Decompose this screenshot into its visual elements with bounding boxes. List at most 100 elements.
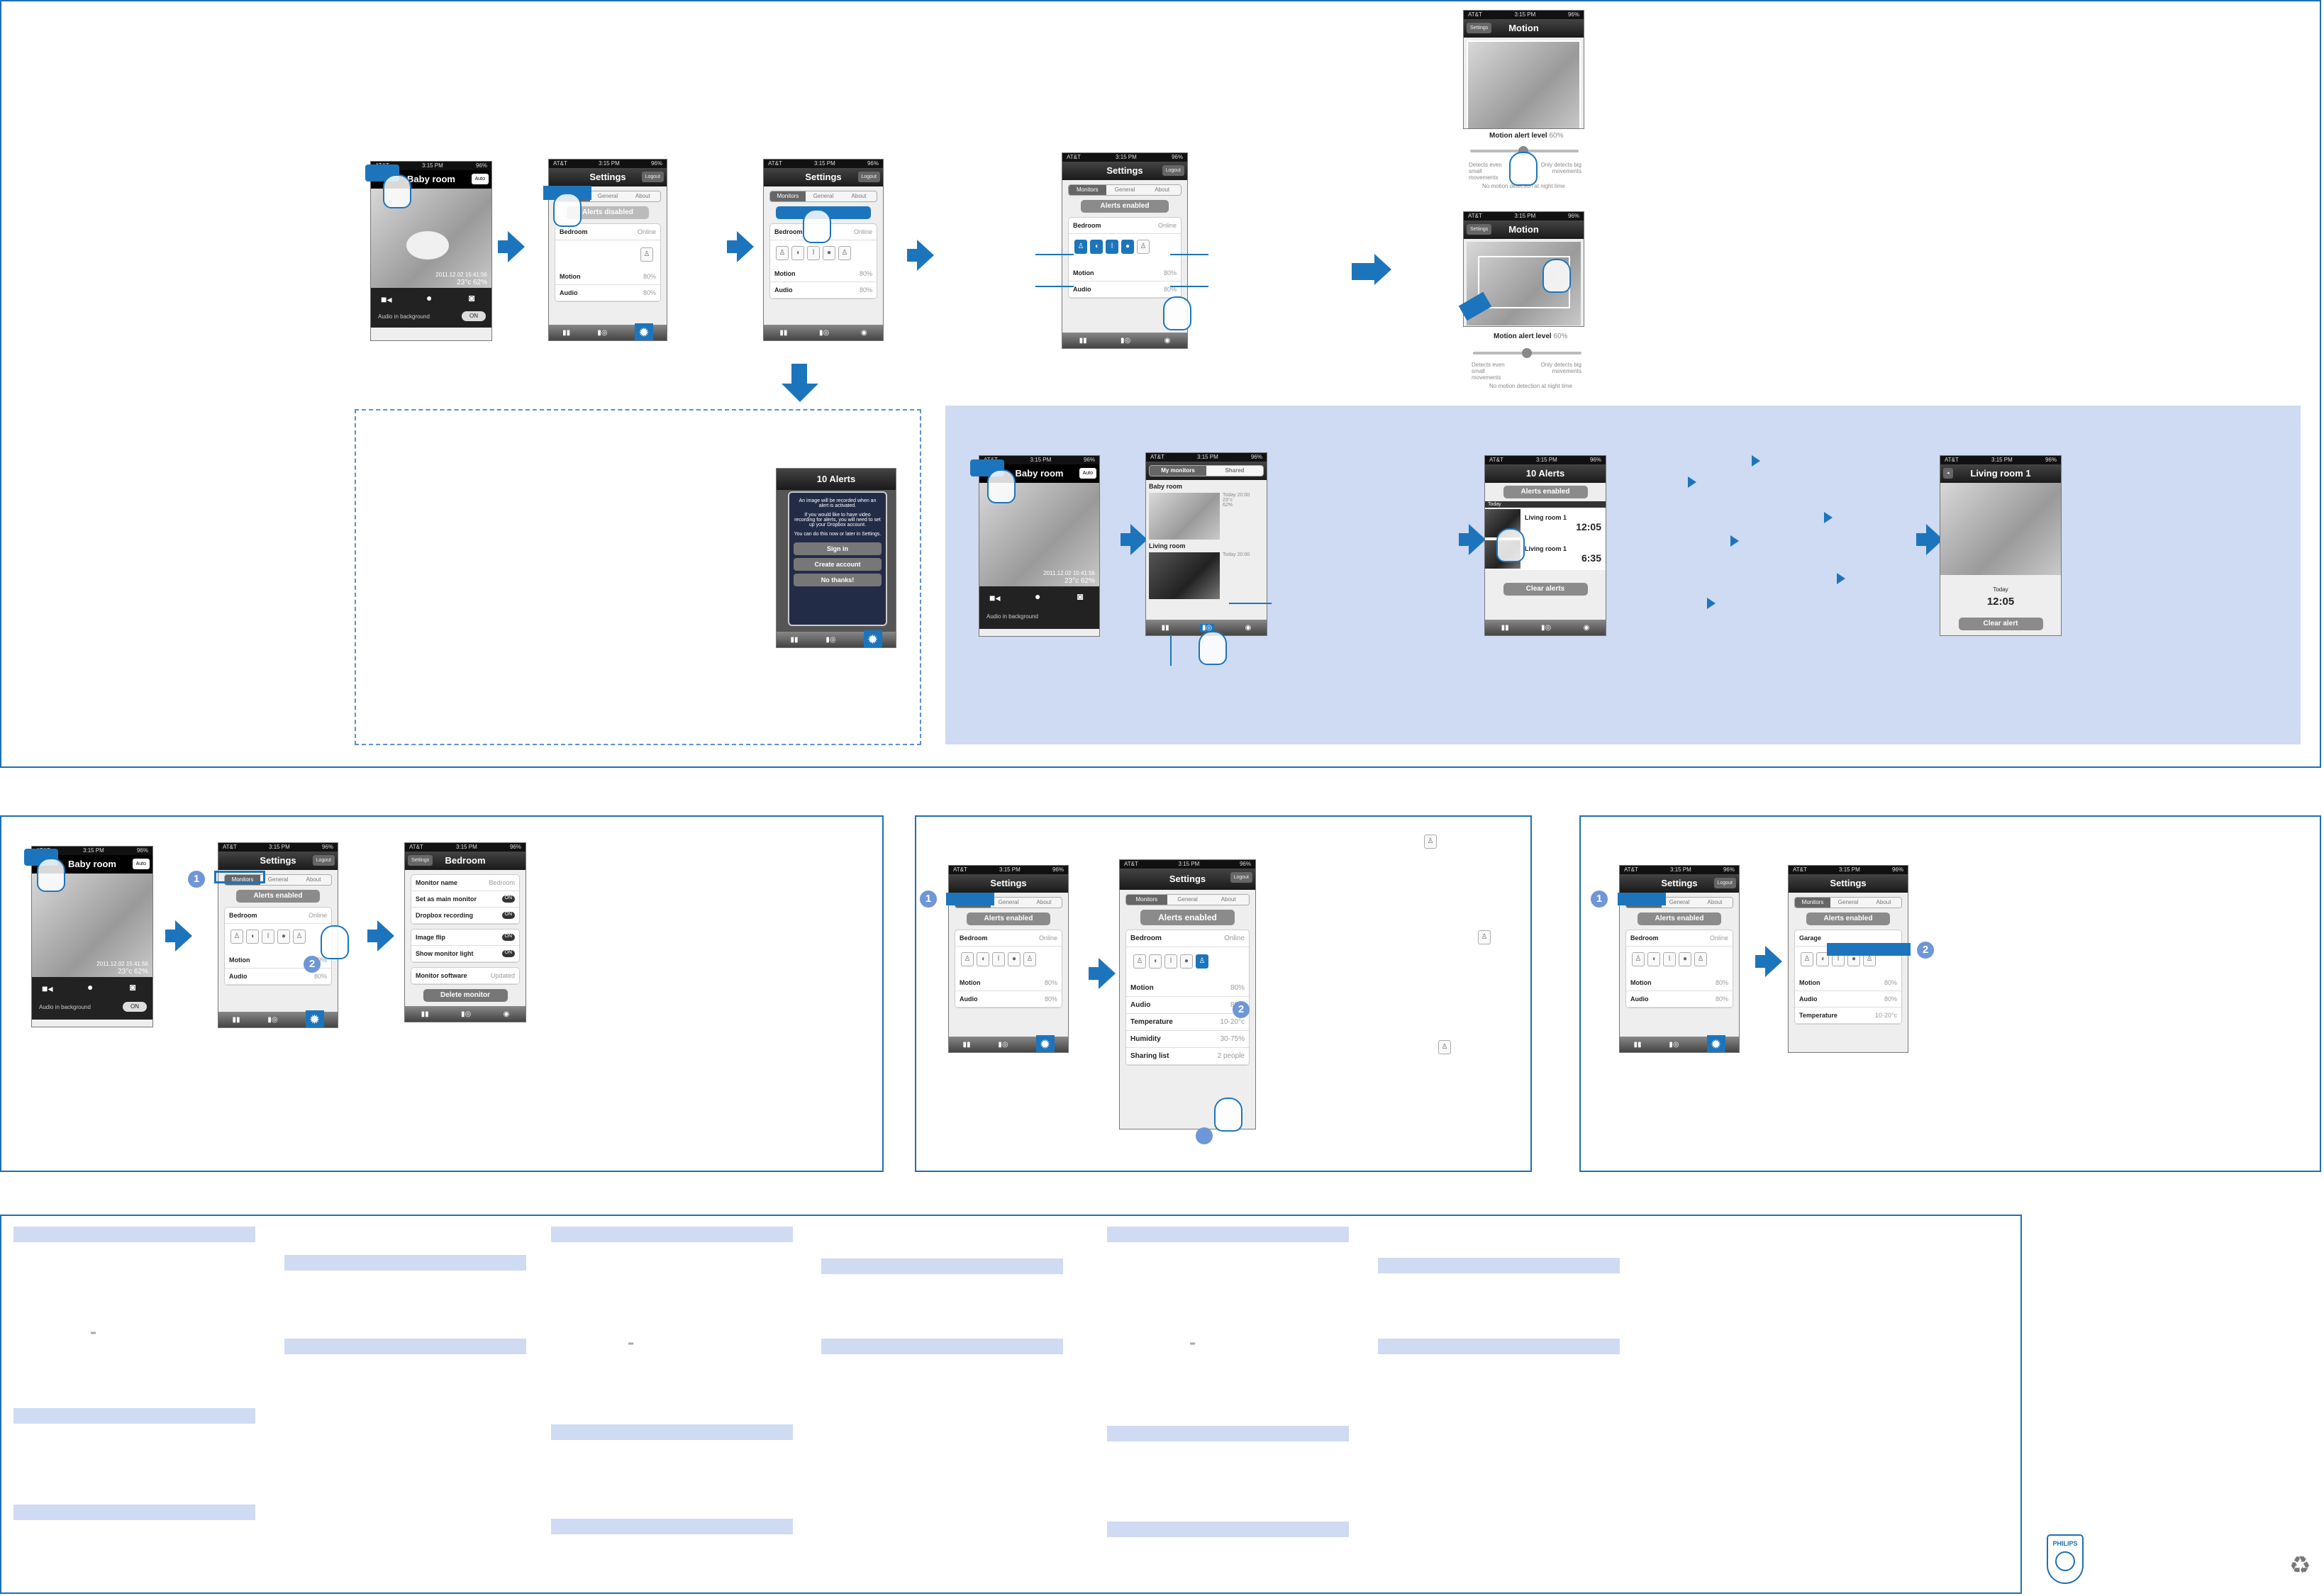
- sound-icon[interactable]: ◖: [1090, 240, 1103, 254]
- gear-icon[interactable]: ✹: [305, 1010, 324, 1027]
- monitors-tab-icon[interactable]: ▮▮: [562, 328, 571, 337]
- no-thanks-button[interactable]: No thanks!: [794, 574, 882, 586]
- alerts-tab-icon[interactable]: ▮◎: [1200, 623, 1215, 632]
- flow-arrow: [367, 920, 394, 952]
- microphone-icon[interactable]: ●: [1035, 591, 1041, 602]
- tab-my-monitors[interactable]: My monitors: [1150, 466, 1206, 476]
- person-icon[interactable]: ♙: [293, 930, 306, 944]
- person-icon[interactable]: ♙: [1137, 240, 1150, 254]
- inline-icon: ═: [1190, 1340, 1196, 1348]
- back-button[interactable]: Settings: [408, 855, 433, 866]
- back-button[interactable]: Settings: [1467, 23, 1492, 33]
- clock-icon[interactable]: ◉: [860, 328, 867, 337]
- clear-alert-button[interactable]: Clear alert: [1958, 618, 2043, 630]
- gear-icon[interactable]: ✹: [1706, 1035, 1725, 1052]
- sound-icon[interactable]: ◖: [246, 930, 259, 944]
- phone-dropbox-dialog: 10 Alerts An image will be recorded when…: [776, 468, 896, 648]
- slider-thumb[interactable]: [1522, 348, 1532, 358]
- video-icon[interactable]: ■◂: [989, 592, 1001, 603]
- sign-in-button[interactable]: Sign in: [794, 542, 882, 555]
- audio-toggle[interactable]: ON: [462, 311, 486, 321]
- thermometer-icon[interactable]: ǀ: [262, 930, 274, 944]
- heading-bar: [1378, 1339, 1620, 1354]
- drop-icon[interactable]: ●: [1121, 240, 1134, 254]
- alert-time: 12:05: [1986, 596, 2015, 608]
- main-monitor-toggle[interactable]: ON: [501, 895, 515, 903]
- motion-icon[interactable]: ♙: [1074, 240, 1087, 254]
- motion-icon[interactable]: ♙: [776, 246, 789, 260]
- tab-shared[interactable]: Shared: [1206, 466, 1263, 476]
- flow-arrow: [727, 231, 754, 262]
- tab-bar: ▮▮▮◎✹: [1620, 1035, 1739, 1052]
- tab-about[interactable]: About: [625, 191, 660, 201]
- microphone-icon[interactable]: ●: [87, 981, 94, 993]
- camera-icon[interactable]: ◙: [130, 981, 136, 993]
- bullet-arrow: [1688, 476, 1696, 488]
- logout-button[interactable]: Logout: [1162, 165, 1184, 176]
- down-arrow: [791, 364, 807, 385]
- camera-icon[interactable]: ◙: [469, 292, 475, 303]
- alert-image: [1940, 483, 2061, 575]
- inline-icon: ═: [91, 1329, 96, 1337]
- alerts-toggle-button[interactable]: Alerts disabled: [566, 206, 650, 219]
- humidity-readout: 62%: [472, 279, 487, 286]
- alerts-tab-icon[interactable]: ▮◎: [597, 328, 608, 337]
- gear-icon[interactable]: ✹: [634, 323, 653, 340]
- back-button[interactable]: ◂: [1943, 468, 1953, 479]
- page-title: Settings: [589, 172, 626, 182]
- page-title: Motion: [1508, 23, 1539, 33]
- person-icon[interactable]: ♙: [838, 246, 851, 260]
- alerts-enabled-button[interactable]: Alerts enabled: [1503, 486, 1588, 498]
- camera-icon[interactable]: ◙: [1077, 591, 1084, 602]
- motion-icon[interactable]: ♙: [230, 930, 243, 944]
- microphone-icon[interactable]: ●: [426, 292, 433, 303]
- monitor-thumbnail[interactable]: [1149, 552, 1220, 599]
- sharing-icon[interactable]: ♙: [1196, 954, 1208, 969]
- step-badge: [1196, 1127, 1213, 1144]
- person-icon[interactable]: ♙: [640, 247, 653, 262]
- delete-monitor-button[interactable]: Delete monitor: [423, 989, 508, 1002]
- thermometer-icon[interactable]: ǀ: [1106, 240, 1118, 254]
- tap-hand-icon: [1163, 296, 1191, 330]
- alerts-enabled-button[interactable]: Alerts enabled: [1081, 200, 1169, 213]
- thermometer-icon[interactable]: ǀ: [807, 246, 820, 260]
- tab-general[interactable]: General: [590, 191, 626, 201]
- auto-button[interactable]: Auto: [471, 174, 489, 184]
- sharing-icon: ♙: [1478, 930, 1491, 944]
- auto-button[interactable]: Auto: [1079, 468, 1096, 479]
- flow-arrow: [907, 240, 934, 271]
- logout-button[interactable]: Logout: [641, 172, 664, 182]
- video-icon[interactable]: ■◂: [42, 983, 53, 994]
- page-title: Settings: [1106, 165, 1143, 176]
- page-title: Bedroom: [445, 855, 486, 866]
- motion-level-label: Motion alert level 60%: [1494, 333, 1568, 340]
- video-icon[interactable]: ■◂: [381, 294, 392, 305]
- bullet-arrow: [1752, 455, 1760, 467]
- clear-alerts-button[interactable]: Clear alerts: [1503, 583, 1588, 596]
- gear-icon[interactable]: ✹: [863, 630, 882, 647]
- monitor-light-toggle[interactable]: ON: [501, 950, 515, 957]
- sound-icon[interactable]: ◖: [791, 246, 804, 260]
- monitor-thumbnail[interactable]: [1149, 493, 1220, 540]
- create-account-button[interactable]: Create account: [794, 558, 882, 571]
- monitor-name[interactable]: Garage: [1799, 934, 1822, 942]
- tap-hand-icon: [383, 174, 411, 208]
- philips-logo: PHILIPS: [2047, 1534, 2084, 1584]
- drag-hand-icon: [1542, 259, 1571, 293]
- gear-icon[interactable]: ✹: [1035, 1035, 1055, 1052]
- dropbox-toggle[interactable]: ON: [501, 912, 515, 919]
- bullet-arrow: [1707, 598, 1716, 609]
- back-button[interactable]: Settings: [1467, 224, 1492, 235]
- drop-icon[interactable]: ●: [823, 246, 835, 260]
- page-title: Baby room: [1015, 468, 1064, 479]
- image-flip-toggle[interactable]: ON: [501, 934, 515, 941]
- drop-icon[interactable]: ●: [277, 930, 290, 944]
- logout-button[interactable]: Logout: [857, 172, 880, 182]
- baby-image: [406, 231, 449, 260]
- page-title: Baby room: [68, 859, 116, 869]
